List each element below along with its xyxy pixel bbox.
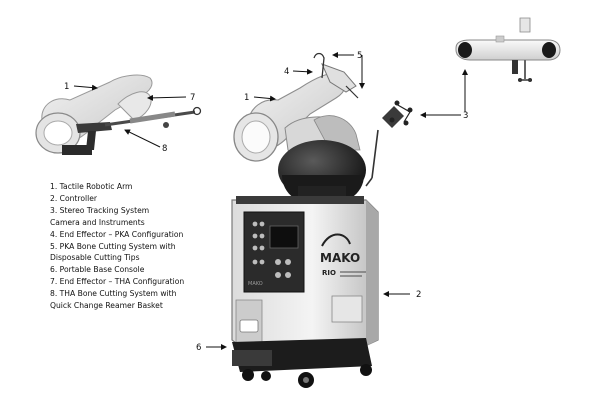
legend-item: 1. Tactile Robotic Arm <box>50 182 133 191</box>
leader-lines <box>73 52 468 350</box>
callout-1-small-arm: 1 <box>64 82 69 92</box>
legend-item: 8. THA Bone Cutting System with <box>50 289 177 299</box>
controller-cart-illustration: MAKO MAKO RIO <box>231 196 379 360</box>
stereo-tracking-camera-illustration <box>455 17 561 82</box>
callout-7: 7 <box>190 93 195 103</box>
small-robotic-arm-illustration <box>35 74 153 155</box>
callout-1-main-arm: 1 <box>244 93 249 103</box>
legend-item: Disposable Cutting Tips <box>50 253 140 263</box>
callout-8: 8 <box>162 144 167 154</box>
svg-text:MAKO: MAKO <box>248 281 263 287</box>
component-legend: 1. Tactile Robotic Arm 2. Controller 3. … <box>50 181 184 312</box>
legend-item: 6. Portable Base Console <box>50 265 145 275</box>
callout-4: 4 <box>284 67 289 77</box>
rio-logo-text: RIO <box>322 269 336 277</box>
callout-6: 6 <box>196 343 201 353</box>
legend-item: Camera and Instruments <box>50 217 145 227</box>
tracking-instruments-illustration <box>365 100 413 187</box>
legend-item: 2. Controller <box>50 193 98 203</box>
portable-base-console-illustration <box>232 338 372 388</box>
callout-2: 2 <box>416 290 421 300</box>
legend-item: 5. PKA Bone Cutting System with <box>50 241 176 251</box>
legend-item: 3. Stereo Tracking System <box>50 205 150 215</box>
legend-item: 7. End Effector – THA Configuration <box>50 277 185 287</box>
callout-3: 3 <box>463 111 468 121</box>
mako-logo-text: MAKO <box>320 251 360 265</box>
callout-5: 5 <box>357 51 362 61</box>
legend-item: 4. End Effector – PKA Configuration <box>50 229 184 239</box>
legend-item: Quick Change Reamer Basket <box>50 301 163 311</box>
tha-end-effector-illustration <box>104 106 202 128</box>
callout-numbers: 1 7 8 4 5 1 3 2 6 <box>64 51 468 353</box>
pka-end-effector-illustration <box>313 52 359 99</box>
